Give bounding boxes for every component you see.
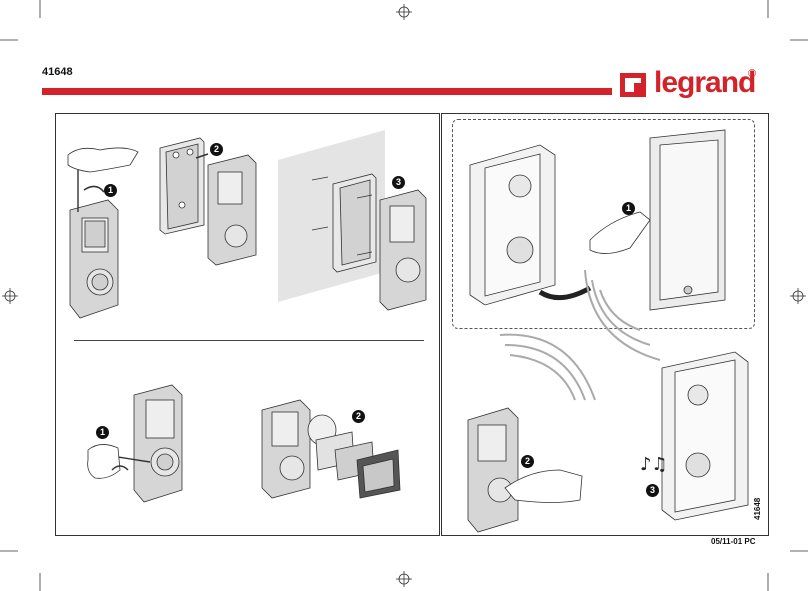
bracket-illustration bbox=[160, 138, 256, 265]
step-badge: 1 bbox=[104, 184, 117, 197]
step-badge: 2 bbox=[521, 455, 534, 468]
document-code: 05/11-01 PC bbox=[711, 537, 755, 546]
side-product-code: 41648 bbox=[753, 498, 762, 520]
outdoor-unit-illustration bbox=[470, 130, 725, 310]
step-badge: 3 bbox=[392, 176, 405, 189]
step-badge: 1 bbox=[622, 202, 635, 215]
step-badge: 2 bbox=[352, 410, 365, 423]
svg-text:♪♫: ♪♫ bbox=[640, 454, 668, 475]
step-badge: 1 bbox=[96, 426, 109, 439]
receiver-opening-illustration bbox=[68, 148, 138, 318]
step-badge: 3 bbox=[646, 484, 659, 497]
label-insert-illustration bbox=[262, 400, 400, 498]
cover-opening-illustration bbox=[88, 385, 182, 502]
pairing-illustration: ♪♫ bbox=[468, 352, 748, 532]
wall-mount-illustration bbox=[278, 130, 426, 310]
step-badge: 2 bbox=[210, 143, 223, 156]
